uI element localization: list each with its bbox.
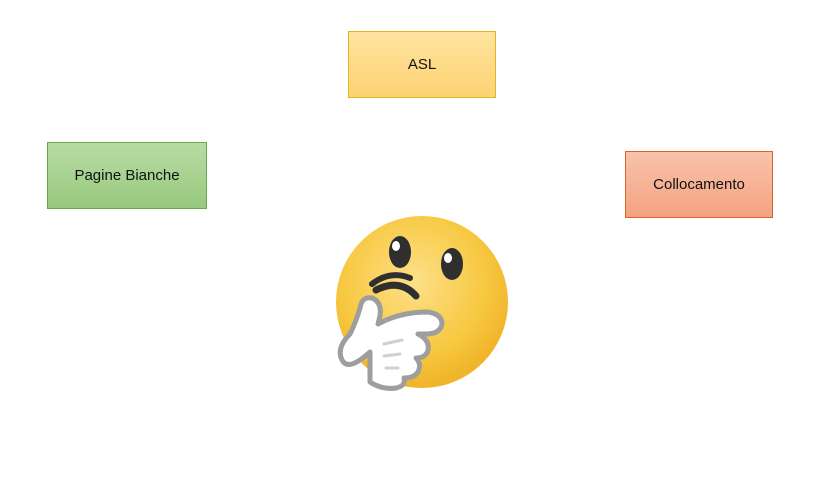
asl-node: ASL	[348, 31, 496, 98]
thinking-face-icon	[336, 216, 508, 391]
pagine-bianche-label: Pagine Bianche	[74, 167, 180, 184]
pagine-bianche-node: Pagine Bianche	[47, 142, 207, 209]
collocamento-label: Collocamento	[653, 176, 745, 193]
asl-label: ASL	[407, 56, 437, 73]
collocamento-node: Collocamento	[625, 151, 773, 218]
